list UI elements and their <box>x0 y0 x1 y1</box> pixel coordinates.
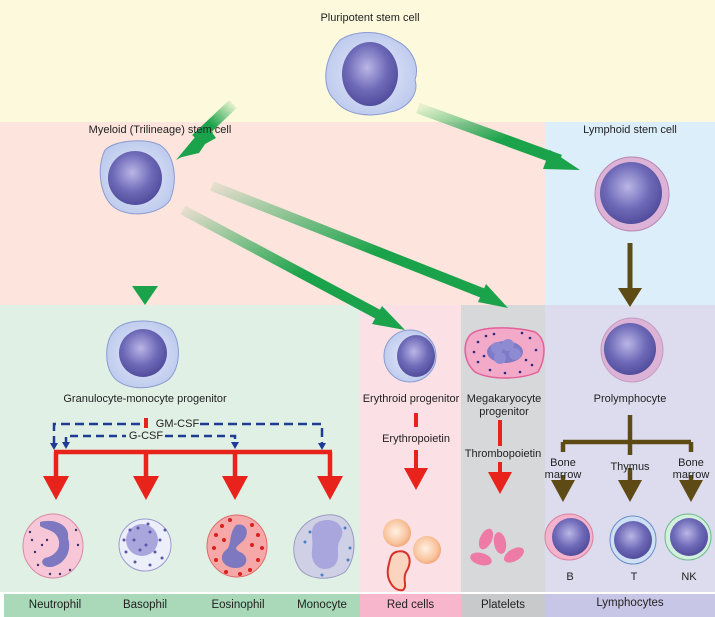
t-lymphocyte <box>609 515 657 565</box>
arrow-myeloid-to-granulocyte <box>132 232 158 305</box>
pluripotent-stem-cell <box>325 32 417 116</box>
lymphoid-stem-cell <box>594 156 670 232</box>
label-erythropoietin: Erythropoietin <box>382 433 450 445</box>
granulocyte-monocyte-progenitor-cell <box>106 320 179 389</box>
footer-label-red-cells: Red cells <box>386 599 435 611</box>
granulocyte-branch-tree <box>53 449 333 478</box>
footer-red-cells <box>360 594 461 617</box>
gm-csf-source-tick <box>144 418 148 428</box>
granulocyte-arrowheads <box>43 476 343 500</box>
platelets <box>470 528 524 566</box>
thrombopoietin-line <box>488 420 512 494</box>
red-blood-cells <box>383 519 441 592</box>
label-t: T <box>630 571 638 583</box>
label-prolymphocyte: Prolymphocyte <box>593 393 667 405</box>
eosinophil-cell <box>206 514 268 578</box>
monocyte-cell <box>293 514 355 579</box>
label-b: B <box>566 571 574 583</box>
csf-arrowheads <box>50 442 326 450</box>
arrow-pluripotent-to-myeloid <box>176 100 237 160</box>
label-megakaryocyte-1: Megakaryocyte <box>466 393 542 405</box>
megakaryocyte-progenitor-cell <box>464 327 545 379</box>
nk-lymphocyte <box>664 513 712 561</box>
arrow-pluripotent-to-lymphoid <box>416 102 580 170</box>
label-g-csf: G-CSF <box>128 430 164 442</box>
label-thymus: Thymus <box>610 461 650 473</box>
footer-lymphocytes <box>545 594 715 617</box>
label-bone-marrow-b-1: Bone <box>550 457 576 469</box>
label-megakaryocyte-2: progenitor <box>479 406 529 418</box>
footer-label-monocyte: Monocyte <box>297 599 347 611</box>
erythropoietin-line <box>404 413 428 490</box>
label-pluripotent: Pluripotent stem cell <box>320 12 420 24</box>
neutrophil-cell <box>22 513 84 579</box>
lymphocyte-arrowheads <box>551 480 703 502</box>
basophil-cell <box>118 518 172 572</box>
arrow-myeloid-to-erythroid <box>180 205 405 330</box>
label-myeloid: Myeloid (Trilineage) stem cell <box>88 124 232 136</box>
footer-label-platelets: Platelets <box>480 599 526 611</box>
footer-granulocyte <box>4 594 360 617</box>
label-bone-marrow-nk-2: marrow <box>672 469 710 481</box>
label-thrombopoietin: Thrombopoietin <box>464 448 542 460</box>
label-erythroid: Erythroid progenitor <box>362 393 460 405</box>
label-nk: NK <box>681 571 697 583</box>
footer-label-lymphocytes: Lymphocytes <box>596 597 664 609</box>
b-lymphocyte <box>544 513 594 561</box>
footer-label-basophil: Basophil <box>122 599 168 611</box>
gm-csf-dashed-line <box>52 422 324 445</box>
footer-label-neutrophil: Neutrophil <box>28 599 82 611</box>
label-bone-marrow-b-2: marrow <box>544 469 582 481</box>
arrow-myeloid-to-megakaryocyte <box>210 181 508 308</box>
myeloid-stem-cell <box>99 140 175 215</box>
label-gm-csf: GM-CSF <box>155 418 200 430</box>
label-granulocyte-monocyte: Granulocyte-monocyte progenitor <box>63 393 227 405</box>
footer-label-eosinophil: Eosinophil <box>211 599 265 611</box>
label-bone-marrow-nk-1: Bone <box>678 457 704 469</box>
label-lymphoid: Lymphoid stem cell <box>583 124 677 136</box>
footer-platelets <box>461 594 545 617</box>
arrow-lymphoid-to-prolymphocyte <box>618 243 642 307</box>
erythroid-progenitor-cell <box>383 329 437 383</box>
prolymphocyte-cell <box>600 317 664 383</box>
